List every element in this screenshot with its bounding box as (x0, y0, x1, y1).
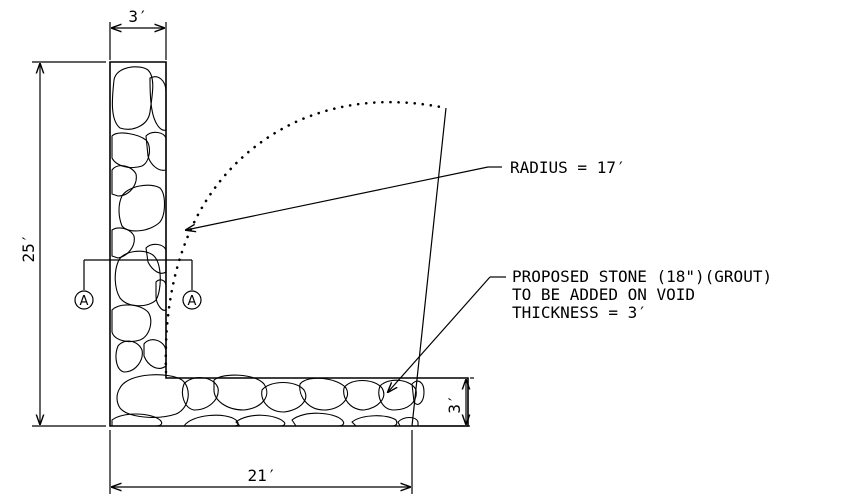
section-mark-right: A (188, 294, 197, 309)
base-stones (111, 374, 425, 427)
dim-height-label: 25′ (19, 234, 38, 263)
stem-stones (111, 66, 167, 373)
stone-note-line-3: THICKNESS = 3′ (512, 303, 647, 322)
dim-base-thickness: 3′ (420, 377, 474, 427)
dim-base-thickness-label: 3′ (445, 394, 464, 413)
section-cut: A A (74, 259, 202, 310)
dim-wall-thickness: 3′ (109, 7, 167, 60)
dim-height: 25′ (19, 61, 106, 427)
stone-note-line-2: TO BE ADDED ON VOID (512, 285, 695, 304)
radius-label: RADIUS = 17′ (510, 158, 626, 177)
wall-outline (109, 61, 469, 427)
radius-arc (164, 100, 448, 374)
dim-width-label: 21′ (248, 466, 277, 485)
section-mark-left: A (80, 294, 89, 309)
dim-wall-thickness-label: 3′ (128, 7, 147, 26)
dim-width: 21′ (109, 430, 413, 494)
proposed-stone-edge (411, 107, 447, 427)
stone-note-line-1: PROPOSED STONE (18")(GROUT) (512, 267, 772, 286)
stone-note-callout: PROPOSED STONE (18")(GROUT) TO BE ADDED … (388, 267, 772, 392)
radius-callout: RADIUS = 17′ (186, 158, 626, 230)
